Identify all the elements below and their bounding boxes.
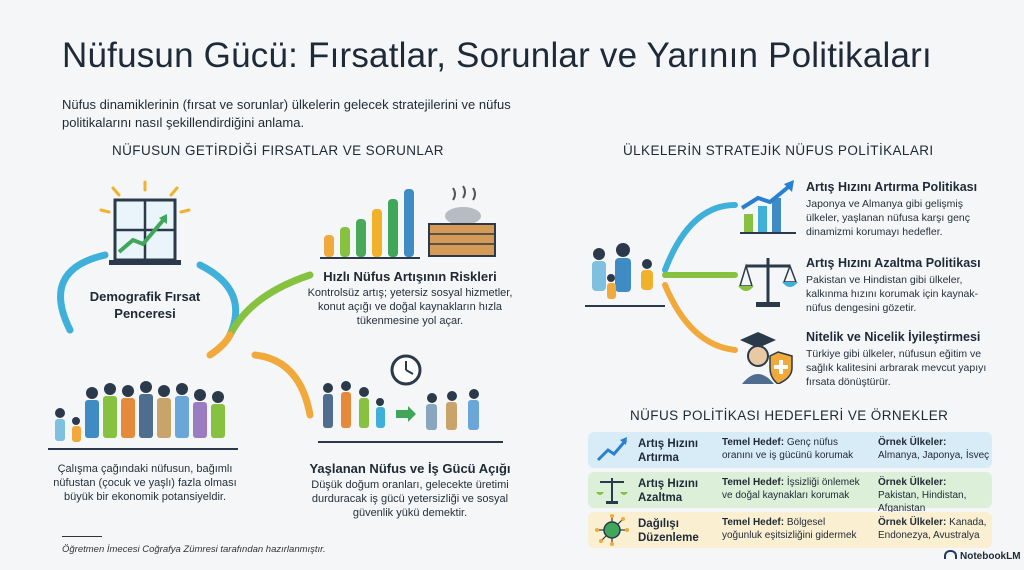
- row-label-distribution: Dağılışı Düzenleme: [638, 518, 699, 544]
- policy-title-2: Artış Hızını Azaltma Politikası: [806, 256, 981, 270]
- family-group-icon: [48, 381, 238, 450]
- row-goal-decrease: Temel Hedef: İşsizliği önlemek ve doğal …: [722, 477, 860, 501]
- policy-desc-2: Pakistan ve Hindistan gibi ülkeler, kalk…: [806, 274, 979, 314]
- growth-risk-title: Hızlı Nüfus Artışının Riskleri: [323, 269, 497, 284]
- growth-chart-icon: [740, 180, 796, 234]
- right-section-heading: ÜLKELERİN STRATEJİK NÜFUS POLİTİKALARI: [623, 143, 934, 158]
- policy-row-increase: Artış Hızını Artırma Temel Hedef: Genç n…: [588, 432, 992, 468]
- row-examples-distribution: Örnek Ülkeler: Kanada, Endonezya, Avustr…: [878, 517, 987, 541]
- policy-desc-3: Türkiye gibi ülkeler, nüfusun eğitim ve …: [806, 348, 987, 388]
- policy-title-1: Artış Hızını Artırma Politikası: [806, 180, 978, 194]
- rising-bars-icon: [320, 189, 420, 259]
- table-heading: NÜFUS POLİTİKASI HEDEFLERİ VE ÖRNEKLER: [630, 408, 949, 423]
- balance-scale-icon: [738, 258, 798, 307]
- resource-pile-icon: [428, 185, 496, 257]
- footer-credit: Öğretmen İmecesi Coğrafya Zümresi tarafı…: [62, 544, 326, 555]
- globe-network-icon: [595, 514, 629, 546]
- scale-icon: [596, 478, 628, 504]
- policy-desc-1: Japonya ve Almanya gibi gelişmiş ülkeler…: [806, 198, 971, 238]
- footer-divider: [62, 536, 102, 537]
- page-subtitle: Nüfus dinamiklerinin (fırsat ve sorunlar…: [62, 97, 511, 130]
- page-title: Nüfusun Gücü: Fırsatlar, Sorunlar ve Yar…: [62, 36, 932, 75]
- window-label: Demografik Fırsat Penceresi: [89, 289, 201, 321]
- policy-row-distribution: Dağılışı Düzenleme Temel Hedef: Bölgesel…: [588, 512, 992, 548]
- row-examples-increase: Örnek Ülkeler: Almanya, Japonya, İsveç: [878, 437, 990, 461]
- family-icon: [585, 243, 665, 307]
- brand-logo-icon: [944, 550, 957, 559]
- row-goal-increase: Temel Hedef: Genç nüfus oranını ve iş gü…: [722, 437, 854, 461]
- brand-label: NotebookLM: [944, 550, 1021, 562]
- policy-title-3: Nitelik ve Nicelik İyileştirmesi: [806, 330, 981, 344]
- left-section-heading: NÜFUSUN GETİRDİĞİ FIRSATLAR VE SORUNLAR: [112, 143, 444, 158]
- growth-risk-description: Kontrolsüz artış; yetersiz sosyal hizmet…: [307, 287, 513, 327]
- window-chart-icon: [99, 180, 191, 265]
- aging-title: Yaşlanan Nüfus ve İş Gücü Açığı: [309, 461, 511, 476]
- row-label-increase: Artış Hızını Artırma: [638, 438, 699, 464]
- graduate-shield-icon: [740, 332, 793, 384]
- trend-up-icon: [596, 437, 628, 462]
- aging-description: Düşük doğum oranları, gelecekte üretimi …: [311, 479, 509, 519]
- row-examples-decrease: Örnek Ülkeler: Pakistan, Hindistan, Afga…: [878, 477, 967, 514]
- row-goal-distribution: Temel Hedef: Bölgesel yoğunluk eşitsizli…: [722, 517, 857, 541]
- family-description: Çalışma çağındaki nüfusun, bağımlı nüfus…: [53, 463, 237, 503]
- policy-row-decrease: Artış Hızını Azaltma Temel Hedef: İşsizl…: [588, 472, 992, 514]
- aging-people-clock-icon: [318, 354, 503, 443]
- row-label-decrease: Artış Hızını Azaltma: [638, 478, 699, 504]
